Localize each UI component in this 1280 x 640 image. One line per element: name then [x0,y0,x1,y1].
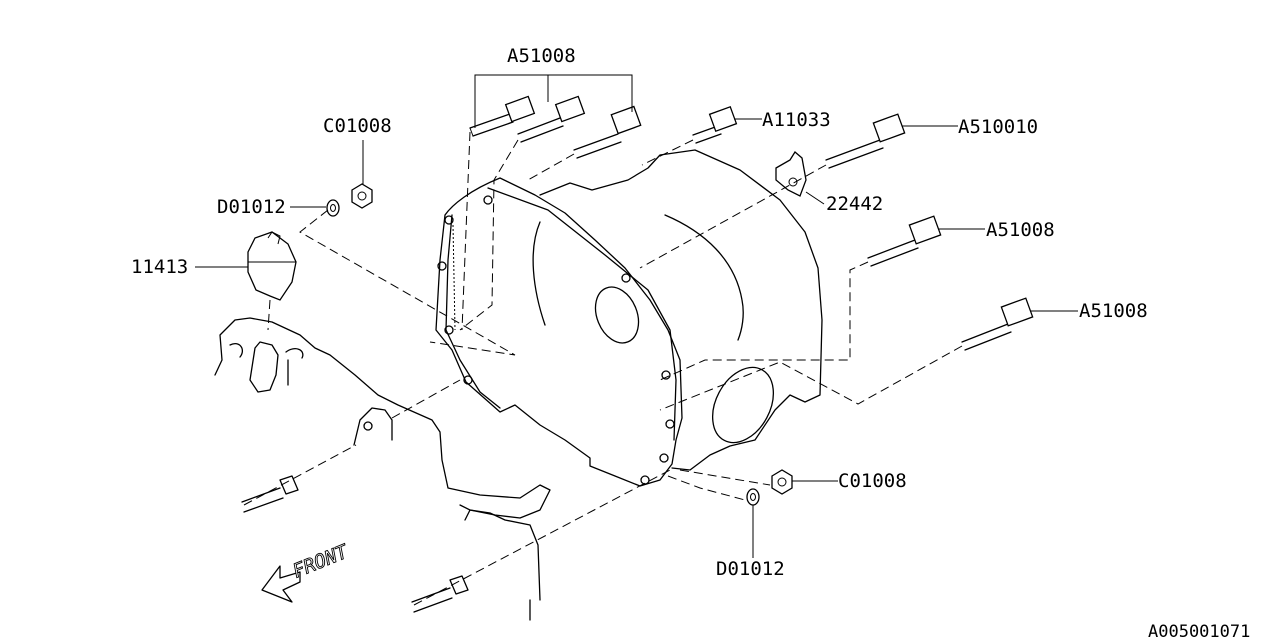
transmission-case [435,149,823,487]
bolt-lower-left [241,475,469,613]
nut-left [351,183,373,209]
part-11413-shape [247,231,297,301]
label-d01012-left: D01012 [217,196,286,218]
label-a11033: A11033 [762,109,831,131]
bolt-a51008-low [961,297,1034,351]
bolt-a510010 [825,113,906,169]
leader-lines [195,74,1078,558]
part-labels: A51008 C01008 D01012 11413 A11033 A51001… [131,45,1250,640]
label-a51008-low: A51008 [1079,300,1148,322]
front-arrow: FRONT [261,540,353,603]
bolt-a51008-mid [867,215,942,267]
bolt-top-3 [573,105,642,159]
small-parts [247,151,807,506]
bolt-top-1 [469,95,536,137]
label-d01012-bottom: D01012 [716,558,785,580]
washer-right [746,488,760,506]
washer-left [326,199,340,217]
label-a51008-mid: A51008 [986,219,1055,241]
front-label: FRONT [290,540,353,582]
label-a51008-top: A51008 [507,45,576,67]
label-a510010: A510010 [958,116,1038,138]
label-22442: 22442 [826,193,883,215]
label-11413: 11413 [131,256,188,278]
bolt-group-top [469,95,1034,351]
label-c01008-right: C01008 [838,470,907,492]
bracket-22442 [775,151,807,197]
diagram-code: A005001071 [1148,622,1250,640]
label-c01008-left: C01008 [323,115,392,137]
assembly-dashed-lines [243,131,963,606]
bolt-a11033 [692,105,738,144]
bolt-top-2 [517,95,586,143]
mount-bracket [214,317,551,621]
nut-right [771,469,793,495]
